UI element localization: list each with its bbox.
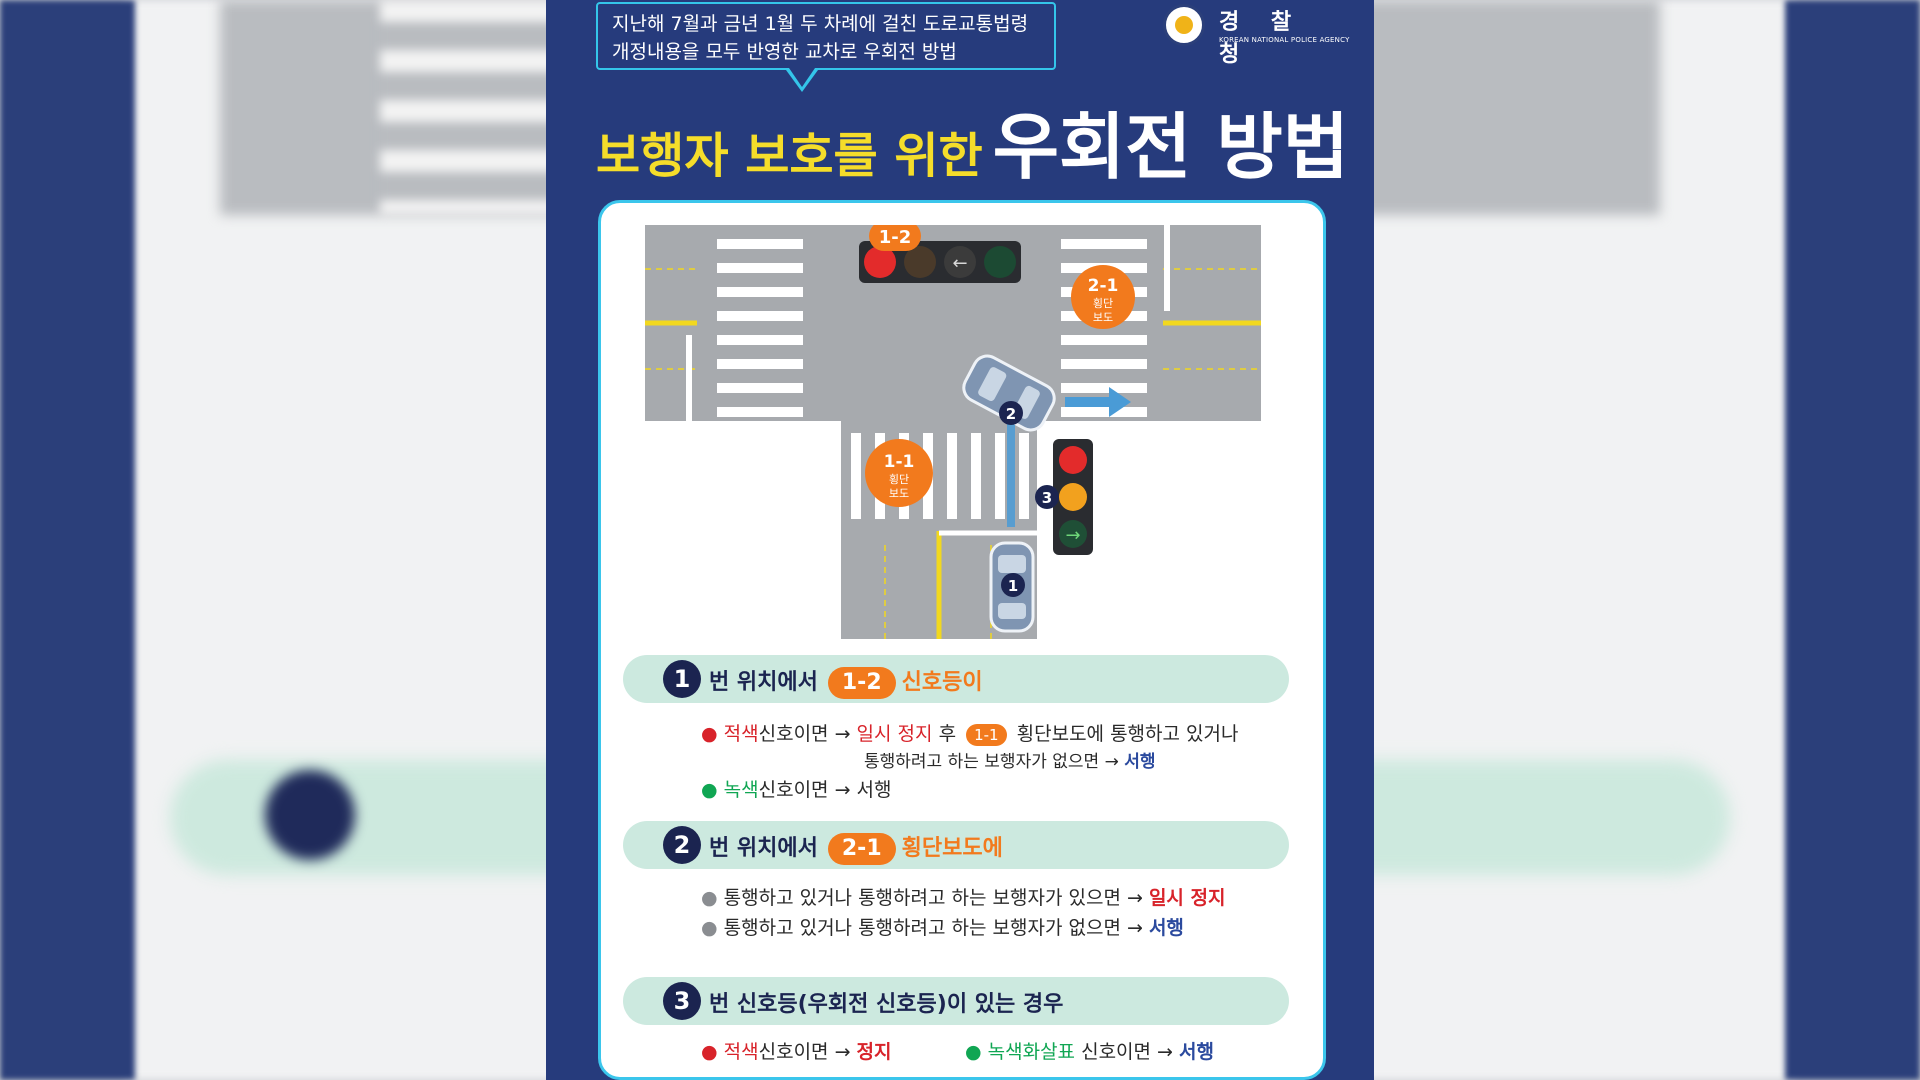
- rule-3-item-2-result: 서행: [1179, 1041, 1214, 1063]
- bg-band-left: [0, 0, 135, 1080]
- path-vertical: [1007, 417, 1015, 527]
- rule-1-item-tag: 1-1: [966, 724, 1007, 746]
- red-bullet-icon: ●: [701, 723, 718, 745]
- signal-label: 1-2: [879, 227, 912, 248]
- notice-bubble-tail: [786, 68, 818, 92]
- signal-label-badge: [869, 225, 921, 251]
- rule-2-item-1-result: 일시 정지: [1148, 887, 1226, 909]
- rule-1-prefix: 번 위치에서: [709, 670, 818, 695]
- sidewalk-left: [645, 421, 841, 639]
- rule-1-item-1: ● 적색신호이면 → 일시 정지 후 1-1 횡단보도에 통행하고 있거나: [701, 719, 1238, 746]
- path-arrow-shaft: [1065, 397, 1109, 407]
- crosswalk-1-1-line1: 횡단: [889, 473, 909, 486]
- rule-1-cont-b: 서행: [1124, 752, 1156, 772]
- agency-english-name: KOREAN NATIONAL POLICE AGENCY: [1219, 36, 1350, 44]
- signal-1-2: ←: [859, 241, 1021, 283]
- rule-3-item-2-rest: 신호이면 →: [1081, 1041, 1173, 1063]
- gray-bullet-icon: ●: [701, 887, 718, 909]
- path-arrow-head: [1109, 387, 1131, 417]
- agency-logo: 경 찰 청 KOREAN NATIONAL POLICE AGENCY: [1163, 4, 1353, 67]
- rule-3-item-1: ● 적색신호이면 → 정지: [701, 1037, 892, 1064]
- crosswalk-2-1-num: 2-1: [1088, 276, 1119, 296]
- position-2-num: 2: [1006, 405, 1016, 423]
- rule-1-item-1-rest-c: 횡단보도에 통행하고 있거나: [1016, 723, 1239, 745]
- police-emblem-icon: [1163, 4, 1205, 46]
- position-3-marker: [1035, 485, 1059, 509]
- rule-3-item-1-rest: 신호이면 →: [758, 1041, 851, 1063]
- crosswalk-2-1-line2: 보도: [1093, 311, 1113, 324]
- rule-1-stop-word: 일시 정지: [856, 723, 933, 745]
- rule-1-item-1-rest-a: 신호이면 →: [758, 723, 851, 745]
- rule-2-item-1-text: 통행하고 있거나 통행하려고 하는 보행자가 있으면 →: [723, 887, 1143, 909]
- rule-2-number: 2: [663, 826, 701, 864]
- rule-2-suffix: 횡단보도에: [901, 836, 1003, 861]
- red-bullet-icon: ●: [701, 1041, 718, 1063]
- rule-2-item-2-text: 통행하고 있거나 통행하려고 하는 보행자가 없으면 →: [723, 917, 1143, 939]
- bg-number-dot: [265, 770, 355, 860]
- crosswalk-1-1-num: 1-1: [884, 452, 915, 472]
- signal-left-arrow: ←: [952, 253, 967, 274]
- position-2-marker: [999, 401, 1023, 425]
- crosswalk-2-1-badge: [1071, 265, 1135, 329]
- signal-green-right-arrow: →: [1065, 525, 1080, 546]
- rule-3-number: 3: [663, 982, 701, 1020]
- rule-2-item-1: ● 통행하고 있거나 통행하려고 하는 보행자가 있으면 → 일시 정지: [701, 883, 1225, 910]
- rule-1-number: 1: [663, 660, 701, 698]
- notice-line-2: 개정내용을 모두 반영한 교차로 우회전 방법: [612, 41, 957, 63]
- position-3-num: 3: [1042, 489, 1052, 507]
- rule-3-green-word: 녹색화살표: [987, 1041, 1076, 1063]
- rule-3-item-2: ● 녹색화살표 신호이면 → 서행: [965, 1037, 1214, 1064]
- rule-1-cont-a: 통행하려고 하는 보행자가 없으면 →: [864, 752, 1119, 772]
- rule-1-item-1-continued: 통행하려고 하는 보행자가 없으면 → 서행: [864, 747, 1156, 772]
- rule-1-item-2-rest: 신호이면 → 서행: [758, 779, 892, 801]
- signal-3-right-turn: →: [1053, 439, 1093, 555]
- notice-line-1: 지난해 7월과 금년 1월 두 차례에 걸친 도로교통법령: [612, 13, 1029, 35]
- bg-band-right: [1785, 0, 1920, 1080]
- title-lead: 보행자 보호를 위한: [596, 128, 983, 184]
- crosswalk-1-1-line2: 보도: [889, 487, 909, 500]
- rule-1-suffix: 신호등이: [901, 670, 983, 695]
- intersection-diagram: ← 1-2 2-1 횡단 보도 1-1 횡단 보도: [645, 225, 1261, 639]
- rule-3-item-1-result: 정지: [856, 1041, 892, 1063]
- rule-2-item-2-result: 서행: [1148, 917, 1184, 939]
- agency-name: 경 찰 청: [1219, 10, 1304, 67]
- rule-3-red-word: 적색: [723, 1041, 759, 1063]
- rule-3-header: 3 번 신호등(우회전 신호등)이 있는 경우: [623, 977, 1289, 1025]
- notice-bubble: 지난해 7월과 금년 1월 두 차례에 걸친 도로교통법령 개정내용을 모두 반…: [596, 2, 1056, 70]
- rule-1-red-word: 적색: [723, 723, 759, 745]
- rule-3-title: 번 신호등(우회전 신호등)이 있는 경우: [709, 992, 1064, 1017]
- rule-1-item-1-rest-b: 후: [938, 723, 957, 745]
- rule-2-prefix: 번 위치에서: [709, 836, 818, 861]
- rule-1-tag: 1-2: [827, 667, 896, 699]
- green-bullet-icon: ●: [701, 779, 718, 801]
- gray-bullet-icon: ●: [701, 917, 718, 939]
- title-main: 우회전 방법: [992, 105, 1349, 189]
- crosswalk-2-1-line1: 횡단: [1093, 297, 1113, 310]
- crosswalk-top-left: [717, 239, 803, 417]
- poster: 지난해 7월과 금년 1월 두 차례에 걸친 도로교통법령 개정내용을 모두 반…: [546, 0, 1374, 1080]
- position-1-num: 1: [1008, 577, 1018, 595]
- green-bullet-icon: ●: [965, 1041, 982, 1063]
- rule-2-item-2: ● 통행하고 있거나 통행하려고 하는 보행자가 없으면 → 서행: [701, 913, 1184, 940]
- crosswalk-1-1-badge: [865, 439, 933, 507]
- position-1-marker: [1001, 573, 1025, 597]
- bg-crosswalk: [380, 0, 560, 215]
- rule-2-tag: 2-1: [827, 833, 896, 865]
- rule-1-green-word: 녹색: [723, 779, 759, 801]
- content-card: ← 1-2 2-1 횡단 보도 1-1 횡단 보도: [598, 200, 1326, 1080]
- rule-1-item-2: ● 녹색신호이면 → 서행: [701, 775, 892, 802]
